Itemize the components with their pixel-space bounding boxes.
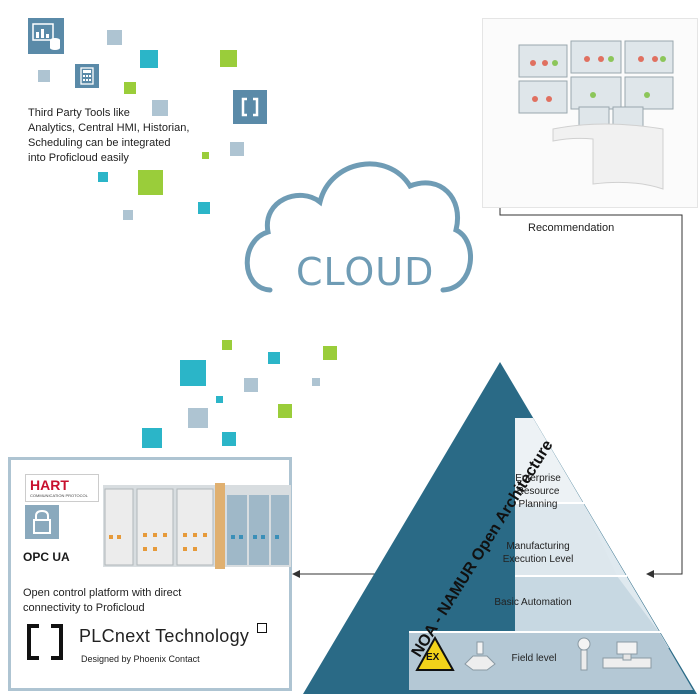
decor-square (323, 346, 337, 360)
decor-square (140, 50, 158, 68)
decor-square (202, 152, 209, 159)
plc-description: Open control platform with direct connec… (23, 586, 263, 616)
decor-square (123, 210, 133, 220)
decor-square (220, 50, 237, 67)
decor-square (180, 360, 206, 386)
plcnext-sub-brand: Designed by Phoenix Contact (81, 654, 200, 664)
recommendation-label: Recommendation (528, 222, 615, 234)
decor-square (107, 30, 122, 45)
pyramid-level-line: Basic Automation (494, 597, 572, 608)
decor-square (142, 428, 162, 448)
decor-square (268, 352, 280, 364)
plc-description-line: connectivity to Proficloud (23, 602, 145, 614)
control-room-image (482, 18, 698, 208)
bracket-logo-icon (233, 90, 267, 124)
pyramid-level-line: Resource (516, 486, 560, 497)
pyramid-level-field: Field level (499, 652, 569, 665)
ex-label: EX (426, 652, 440, 663)
decor-square (312, 378, 320, 386)
pyramid-level-line: Planning (518, 499, 558, 510)
decor-square (38, 70, 50, 82)
noa-pyramid: NOA - NAMUR Open Architecture Enterprise… (303, 360, 697, 694)
cloud-shape (238, 140, 478, 300)
pyramid-level-mes: Manufacturing Execution Level (483, 540, 593, 566)
hart-sub-label: COMMUNICATION PROTOCOL (30, 493, 88, 498)
decor-square (222, 432, 236, 446)
phoenix-logo-icon (257, 623, 267, 633)
opc-ua-logo: OPC UA (23, 550, 70, 564)
sensor-icon (573, 636, 595, 672)
plcnext-brand: PLCnext Technology (79, 626, 250, 646)
dashboard-icon (28, 18, 64, 54)
plcnext-bracket-logo (23, 622, 67, 662)
tools-description: Third Party Tools like Analytics, Centra… (28, 106, 218, 166)
valve-icon (601, 640, 653, 672)
hart-logo: HART COMMUNICATION PROTOCOL (25, 474, 99, 502)
pyramid-level-line: Enterprise (515, 473, 561, 484)
ex-warning-icon: EX (415, 635, 455, 672)
pyramid-level-basic-automation: Basic Automation (473, 596, 593, 609)
flow-meter-icon (463, 640, 497, 672)
pyramid-level-erp: Enterprise Resource Planning (493, 472, 583, 511)
decor-square (198, 202, 210, 214)
decor-square (278, 404, 292, 418)
tools-text-line: Scheduling can be integrated (28, 137, 171, 149)
calculator-icon (75, 64, 99, 88)
tools-text-line: into Proficloud easily (28, 152, 129, 164)
lock-icon (25, 505, 59, 539)
pyramid-level-line: Execution Level (502, 554, 574, 565)
decor-square (124, 82, 136, 94)
decor-square (244, 378, 258, 392)
decor-square (98, 172, 108, 182)
plc-description-line: Open control platform with direct (23, 587, 182, 599)
decor-square (222, 340, 232, 350)
plc-hardware-image (103, 475, 291, 575)
pyramid-level-line: Manufacturing (506, 541, 570, 552)
decor-square (230, 142, 244, 156)
decor-square (216, 396, 223, 403)
plcnext-panel: HART COMMUNICATION PROTOCOL OPC UA Open … (8, 457, 292, 691)
pyramid-level-line: Field level (511, 653, 557, 664)
tools-text-line: Analytics, Central HMI, Historian, (28, 122, 190, 134)
decor-square (152, 100, 168, 116)
decor-square (138, 170, 163, 195)
hart-label: HART (30, 477, 69, 493)
decor-square (188, 408, 208, 428)
cloud-label: CLOUD (296, 250, 435, 294)
tools-text-line: Third Party Tools like (28, 107, 130, 119)
